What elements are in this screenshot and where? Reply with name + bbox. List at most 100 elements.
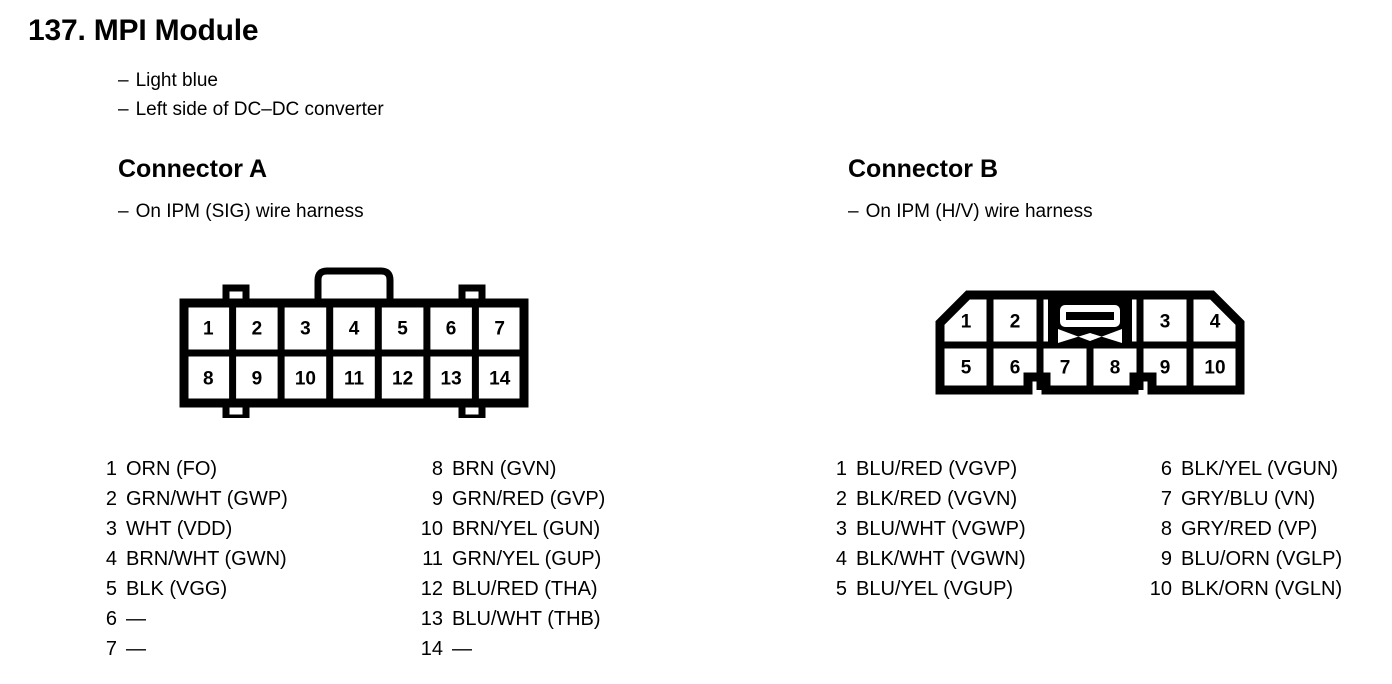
pin-number: 13 <box>420 608 443 630</box>
latch-handle-outline <box>314 267 394 304</box>
pin-label: 1 <box>961 312 972 333</box>
connector-b-svg: 1 2 3 4 5 6 7 8 9 10 <box>935 290 1245 395</box>
pin-number: 6 <box>105 608 117 630</box>
pin-number: 2 <box>835 488 847 510</box>
pin-label: 10 <box>1204 358 1225 379</box>
pin-description: BLU/RED (VGVP) <box>856 458 1018 480</box>
pin-label: 11 <box>344 369 365 390</box>
pin-number: 3 <box>835 518 847 540</box>
pin-description: BRN/WHT (GWN) <box>126 548 287 570</box>
note-line-2: –Left side of DC–DC converter <box>118 99 384 121</box>
pin-description: BRN (GVN) <box>452 458 557 480</box>
pin-label: 6 <box>446 319 457 340</box>
pin-label: 7 <box>1060 358 1071 379</box>
pin-description: BLU/YEL (VGUP) <box>856 578 1014 600</box>
pin-number: 5 <box>835 578 847 600</box>
pin-label: 5 <box>397 319 408 340</box>
pin-label: 4 <box>1210 312 1221 333</box>
pin-label: 5 <box>961 358 972 379</box>
pin-label: 9 <box>1160 358 1171 379</box>
pin-description: GRN/YEL (GUP) <box>452 548 602 570</box>
pin-list-row: 5 BLU/YEL (VGUP) <box>821 578 1026 608</box>
note-text: Light blue <box>135 70 218 91</box>
pin-list-row: 5 BLK (VGG) <box>91 578 288 608</box>
connector-a-pinout-diagram: 1 2 3 4 5 6 7 8 9 10 11 12 13 14 <box>170 258 570 423</box>
connector-a-svg: 1 2 3 4 5 6 7 8 9 10 11 12 13 14 <box>179 267 529 422</box>
pin-number: 1 <box>835 458 847 480</box>
pin-label: 3 <box>1160 312 1171 333</box>
note-line-1: –Light blue <box>118 70 218 92</box>
pin-label: 8 <box>1110 358 1121 379</box>
connector-b-subtitle-text: On IPM (H/V) wire harness <box>865 201 1093 222</box>
connector-b-top-row-numbers: 1 2 3 4 <box>961 312 1221 333</box>
bottom-row-dividers <box>986 345 1194 390</box>
latch-bowtie <box>1058 329 1122 343</box>
pin-number: 4 <box>105 548 117 570</box>
connector-b-heading: Connector B <box>848 155 998 183</box>
latch-inner-bar <box>1066 312 1114 320</box>
connector-a-heading: Connector A <box>118 155 268 183</box>
pin-number: 9 <box>431 488 443 510</box>
pin-label: 3 <box>300 319 311 340</box>
pin-list-row: 14— <box>417 638 605 668</box>
pin-list-row: 11 GRN/YEL (GUP) <box>417 548 605 578</box>
connector-b-bottom-row-numbers: 5 6 7 8 9 10 <box>961 358 1226 379</box>
pin-description: GRN/WHT (GWP) <box>126 488 288 510</box>
dash-marker: – <box>118 201 129 222</box>
pin-number: 10 <box>420 518 443 540</box>
dash-marker: – <box>118 70 129 91</box>
note-text: Left side of DC–DC converter <box>135 99 384 120</box>
pin-label: 14 <box>489 369 511 390</box>
pin-label: 2 <box>1010 312 1021 333</box>
pin-description: BLU/WHT (VGWP) <box>856 518 1026 540</box>
top-row-dividers <box>986 295 1194 345</box>
pin-description: BRN/YEL (GUN) <box>452 518 601 540</box>
pin-number: 2 <box>105 488 117 510</box>
pin-label: 12 <box>392 369 413 390</box>
pin-description: WHT (VDD) <box>126 518 233 540</box>
pin-description: BLK/ORN (VGLN) <box>1181 578 1343 600</box>
pin-label: 10 <box>295 369 316 390</box>
pin-list-row: 8 BRN (GVN) <box>417 458 605 488</box>
pin-label: 9 <box>252 369 263 390</box>
pin-description: — <box>126 608 146 630</box>
column-dividers <box>229 303 479 403</box>
pin-description: — <box>126 638 146 660</box>
pin-description: — <box>452 638 472 660</box>
pin-list-row: 2 GRN/WHT (GWP) <box>91 488 288 518</box>
pin-number: 12 <box>420 578 443 600</box>
pin-description: BLU/RED (THA) <box>452 578 598 600</box>
page-title: 137. MPI Module <box>28 14 259 47</box>
pin-number: 3 <box>105 518 117 540</box>
pin-number: 11 <box>422 548 443 570</box>
latch-keying-block <box>1048 297 1132 345</box>
pin-list-row: 1 BLU/RED (VGVP) <box>821 458 1026 488</box>
connector-a-subtitle-text: On IPM (SIG) wire harness <box>135 201 364 222</box>
pin-label: 6 <box>1010 358 1021 379</box>
pin-number: 5 <box>105 578 117 600</box>
pin-description: GRY/BLU (VN) <box>1181 488 1316 510</box>
pin-description: BLU/ORN (VGLP) <box>1181 548 1343 570</box>
pin-description: ORN (FO) <box>126 458 218 480</box>
pin-number: 1 <box>105 458 117 480</box>
pin-list-row: 3 WHT (VDD) <box>91 518 288 548</box>
pin-description: GRN/RED (GVP) <box>452 488 606 510</box>
pin-description: BLK (VGG) <box>126 578 228 600</box>
connector-a-bottom-row-numbers: 8 9 10 11 12 13 14 <box>203 369 511 390</box>
pin-number: 8 <box>431 458 443 480</box>
pin-label: 4 <box>349 319 360 340</box>
pin-label: 1 <box>203 319 214 340</box>
pin-description: BLK/YEL (VGUN) <box>1181 458 1339 480</box>
pin-list-row: 10 BRN/YEL (GUN) <box>417 518 605 548</box>
pin-list-row: 3 BLU/WHT (VGWP) <box>821 518 1026 548</box>
connector-a-subtitle: –On IPM (SIG) wire harness <box>118 201 364 223</box>
